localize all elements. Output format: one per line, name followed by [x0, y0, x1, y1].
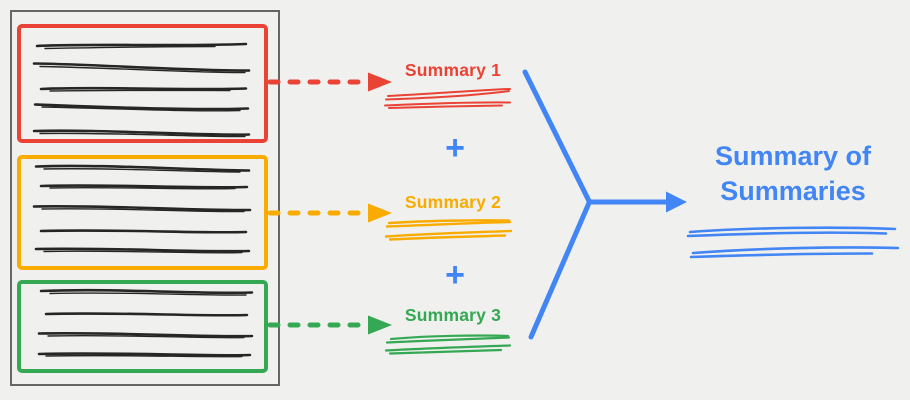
orange-dashed-arrow [267, 203, 392, 223]
document-section-3 [17, 280, 268, 373]
summary-of-summaries-label: Summary of Summaries [714, 141, 872, 206]
summary-3-label: Summary 3 [404, 305, 502, 325]
summary-1-label: Summary 1 [404, 60, 502, 80]
plus-operator-1: + [445, 129, 465, 167]
summary-2-scribble [384, 219, 513, 241]
source-document-box [10, 10, 280, 386]
summary-3-scribble [384, 334, 512, 355]
summary-1-scribble [384, 88, 511, 109]
red-dashed-arrow [267, 72, 392, 92]
plus-operator-2: + [445, 256, 465, 294]
result-scribble [686, 226, 900, 259]
green-dashed-arrow [267, 315, 392, 335]
merge-arrow [522, 69, 687, 340]
summary-2-label: Summary 2 [404, 192, 502, 212]
document-section-2 [17, 155, 268, 270]
document-section-1 [17, 24, 268, 143]
